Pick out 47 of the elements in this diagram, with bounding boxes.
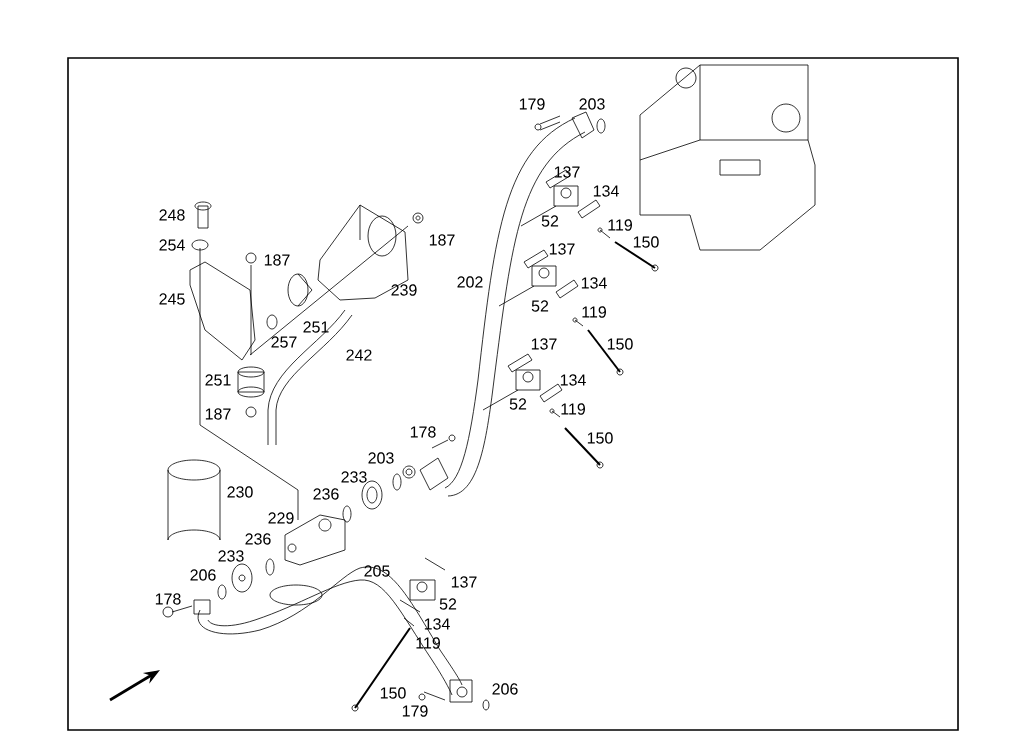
callout-number: 236 bbox=[313, 488, 339, 500]
callout-number: 178 bbox=[410, 426, 436, 438]
callout-number: 254 bbox=[159, 239, 185, 251]
callout-number: 134 bbox=[593, 185, 619, 197]
callout-number: 52 bbox=[531, 300, 549, 312]
callout-number: 242 bbox=[346, 349, 372, 361]
callout-number: 229 bbox=[268, 512, 294, 524]
callout-number: 150 bbox=[607, 338, 633, 350]
callout-number: 187 bbox=[264, 254, 290, 266]
callout-number: 150 bbox=[587, 432, 613, 444]
callout-number: 134 bbox=[581, 277, 607, 289]
callout-number: 251 bbox=[303, 321, 329, 333]
callout-number: 134 bbox=[560, 374, 586, 386]
callout-number: 233 bbox=[341, 471, 367, 483]
callout-number: 134 bbox=[424, 618, 450, 630]
callout-number: 236 bbox=[245, 533, 271, 545]
callout-number: 248 bbox=[159, 209, 185, 221]
callout-number: 206 bbox=[190, 569, 216, 581]
callout-number: 203 bbox=[368, 452, 394, 464]
callout-number: 202 bbox=[457, 276, 483, 288]
callout-number: 233 bbox=[218, 550, 244, 562]
callout-number: 150 bbox=[380, 687, 406, 699]
callout-number: 137 bbox=[531, 338, 557, 350]
callout-number: 119 bbox=[416, 637, 440, 649]
callout-number: 119 bbox=[582, 306, 606, 318]
callout-number: 206 bbox=[492, 683, 518, 695]
callout-number: 150 bbox=[633, 236, 659, 248]
callout-number: 245 bbox=[159, 293, 185, 305]
callout-number: 178 bbox=[155, 593, 181, 605]
callout-number: 52 bbox=[541, 215, 559, 227]
callout-number: 251 bbox=[205, 374, 231, 386]
callout-number: 230 bbox=[227, 486, 253, 498]
callout-number: 179 bbox=[519, 98, 545, 110]
callout-number: 203 bbox=[579, 98, 605, 110]
callout-number: 52 bbox=[509, 398, 527, 410]
callout-number: 239 bbox=[391, 284, 417, 296]
callout-number: 137 bbox=[451, 576, 477, 588]
callout-number: 187 bbox=[205, 408, 231, 420]
callout-number: 119 bbox=[608, 219, 632, 231]
callout-number: 205 bbox=[364, 565, 390, 577]
callout-number: 187 bbox=[429, 234, 455, 246]
callout-number: 137 bbox=[554, 166, 580, 178]
callout-number: 119 bbox=[561, 403, 585, 415]
callout-number: 137 bbox=[549, 243, 575, 255]
callout-number: 179 bbox=[402, 705, 428, 717]
callout-number: 257 bbox=[271, 336, 297, 348]
callout-number: 52 bbox=[439, 598, 457, 610]
